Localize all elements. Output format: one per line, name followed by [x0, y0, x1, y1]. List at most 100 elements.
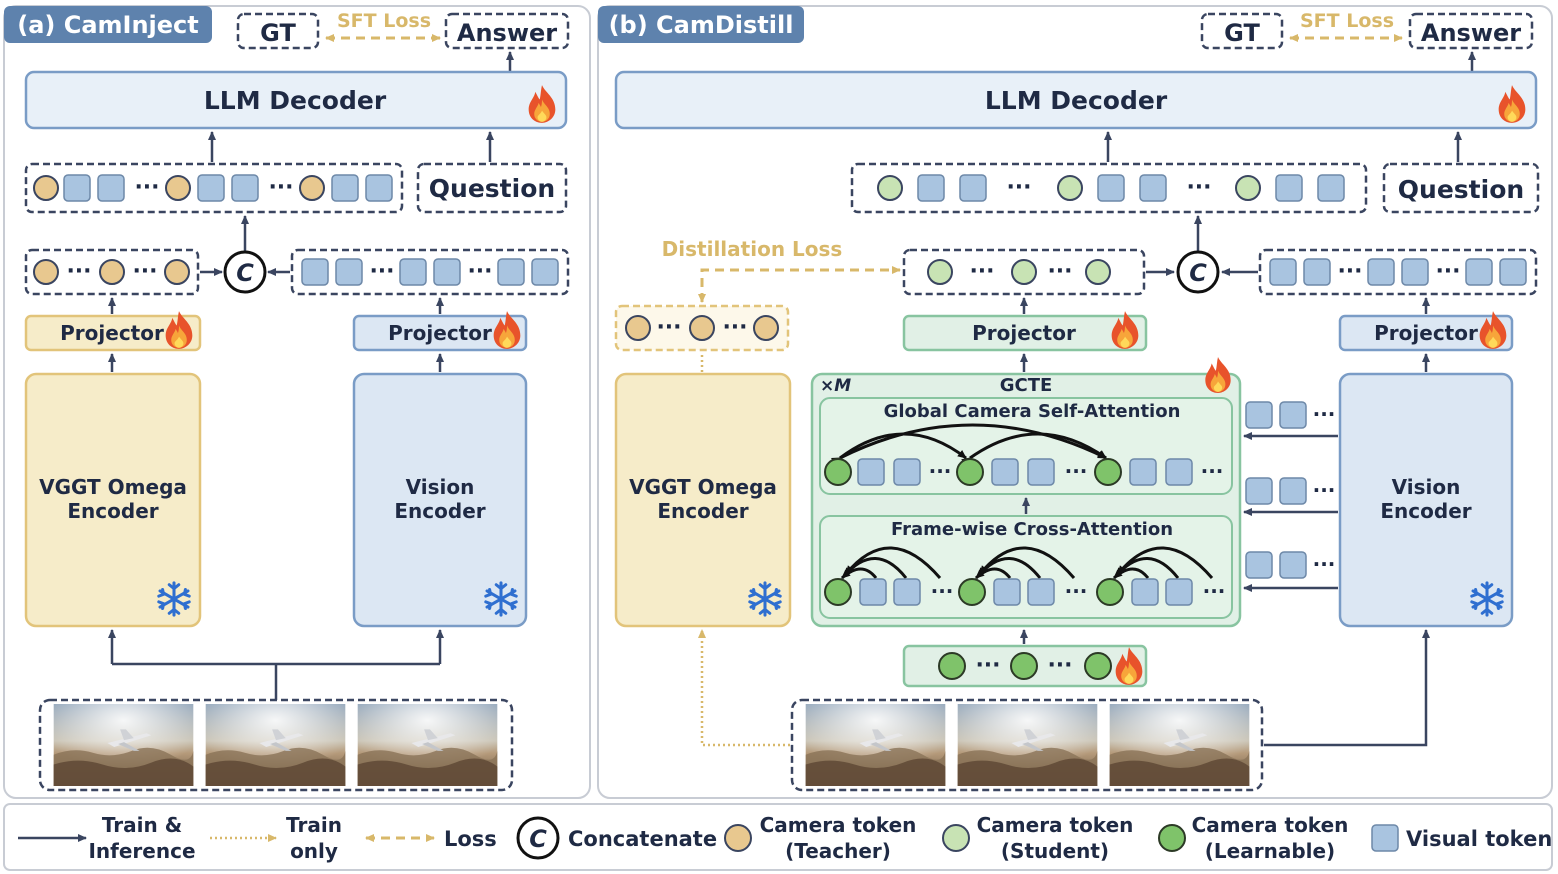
question-label-a: Question	[429, 174, 555, 203]
visual-token	[893, 458, 921, 486]
distillation-loss-arrow	[698, 266, 901, 303]
student-token	[942, 824, 970, 852]
teacher-token	[164, 259, 190, 285]
panel-a-title: (a) CamInject	[17, 11, 199, 39]
airplane-image	[1109, 704, 1250, 786]
visual-token	[993, 578, 1021, 606]
repeat-label: ×M	[820, 376, 851, 396]
airplane-image	[957, 704, 1098, 786]
legend-frame	[3, 803, 1553, 871]
legend-cam-student-1: Camera token	[977, 813, 1134, 837]
visual-token	[301, 258, 329, 286]
visual-feed-3: ···	[1243, 551, 1338, 592]
vggt-encoder-b	[614, 372, 792, 628]
visual-token	[1165, 458, 1193, 486]
arrow-img-to-vision-b	[1264, 629, 1430, 747]
airplane-image	[357, 704, 498, 786]
ellipsis: ···	[1201, 459, 1224, 483]
visual-token	[1303, 258, 1331, 286]
student-token	[1011, 259, 1037, 285]
panel-b-title: (b) CamDistill	[609, 11, 794, 39]
visual-token	[893, 578, 921, 606]
attn-arc	[844, 546, 942, 579]
legend-cam-learnable-1: Camera token	[1192, 813, 1349, 837]
airplane-image	[805, 704, 946, 786]
ellipsis: ···	[1065, 459, 1088, 483]
legend-cam-student-2: (Student)	[1001, 839, 1109, 863]
attn-arc	[1116, 546, 1214, 579]
question-box-a	[416, 162, 568, 214]
visual-token	[1275, 174, 1303, 202]
visual-token	[1371, 824, 1399, 852]
visual-token	[1499, 258, 1527, 286]
attn-arc	[831, 423, 1107, 466]
student-token	[1235, 175, 1261, 201]
visual-token	[335, 258, 363, 286]
teacher-token	[689, 315, 715, 341]
visual-token	[63, 174, 91, 202]
visual-token-row-a	[290, 248, 570, 296]
legend-concatenate: Concatenate	[568, 827, 717, 851]
vision-encoder-b	[1338, 372, 1514, 628]
visual-feed-2: ···	[1243, 477, 1338, 516]
panel-b-title-badge	[598, 6, 804, 43]
visual-feed-1: ···	[1243, 401, 1338, 440]
visual-token	[1097, 174, 1125, 202]
visual-token	[1367, 258, 1395, 286]
projector-right-label-a: Projector	[388, 321, 492, 345]
student-token	[1057, 175, 1083, 201]
ellipsis: ···	[929, 459, 952, 483]
ellipsis: ···	[1203, 579, 1226, 603]
visual-token	[399, 258, 427, 286]
answer-box-b	[1408, 12, 1534, 50]
question-label-b: Question	[1398, 175, 1524, 204]
gt-box-b	[1200, 12, 1284, 50]
projector-right-label-b: Projector	[1374, 321, 1478, 345]
llm-decoder-b	[614, 70, 1538, 130]
vision-label-2-a: Encoder	[394, 499, 485, 523]
visual-token	[857, 458, 885, 486]
projector-right-a	[352, 314, 528, 352]
projector-right-b	[1338, 314, 1514, 352]
cross-attn-arcs-1	[840, 546, 1214, 580]
visual-token	[1165, 578, 1193, 606]
visual-token	[1279, 551, 1307, 579]
visual-token	[1245, 551, 1273, 579]
panel-a-title-badge	[4, 6, 212, 43]
visual-token	[231, 174, 259, 202]
ellipsis: ···	[975, 653, 1000, 678]
legend-concat-symbol: C	[529, 825, 547, 853]
llm-decoder-label-a: LLM Decoder	[204, 86, 387, 115]
visual-token	[959, 174, 987, 202]
visual-token	[1269, 258, 1297, 286]
concat-icon	[223, 250, 267, 294]
gt-label-b: GT	[1224, 19, 1260, 47]
learnable-token	[1094, 458, 1122, 486]
visual-token	[1317, 174, 1345, 202]
visual-token-row-b	[1258, 248, 1538, 296]
legend-cam-teacher-2: (Teacher)	[785, 839, 891, 863]
visual-token	[197, 174, 225, 202]
concat-icon	[516, 816, 560, 860]
teacher-token	[625, 315, 651, 341]
panel-b: GT SFT Loss Answer LLM Decoder ··· ··· Q…	[614, 10, 1540, 792]
projector-left-a	[24, 314, 202, 352]
visual-token	[991, 458, 1019, 486]
visual-token	[1129, 458, 1157, 486]
vision-label-1-a: Vision	[406, 475, 475, 499]
legend-cam-learnable-2: (Learnable)	[1205, 839, 1335, 863]
learnable-token	[824, 578, 852, 606]
vggt-label-1-a: VGGT Omega	[39, 475, 187, 499]
learnable-token	[824, 458, 852, 486]
ellipsis: ···	[1435, 259, 1460, 284]
ellipsis: ···	[268, 175, 293, 200]
learnable-token	[1158, 824, 1186, 852]
legend-loss: Loss	[444, 827, 497, 851]
ellipsis: ···	[656, 315, 681, 340]
visual-token	[365, 174, 393, 202]
gt-label-a: GT	[260, 19, 296, 47]
vggt-label-2-a: Encoder	[67, 499, 158, 523]
student-token	[877, 175, 903, 201]
visual-token	[1279, 477, 1307, 505]
